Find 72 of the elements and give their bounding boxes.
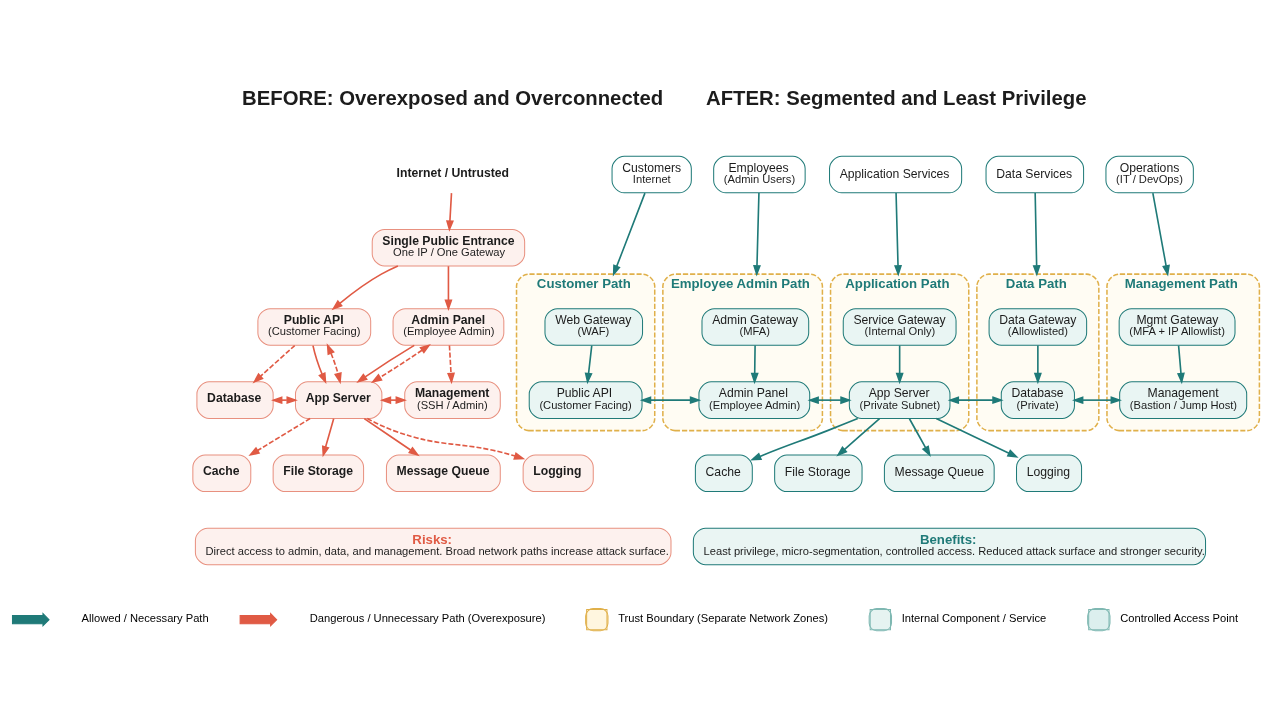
node-box: Admin Panel (Employee Admin)	[698, 380, 811, 419]
node-box: Service Gateway (Internal Only)	[842, 307, 957, 346]
node-box: Mgmt Gateway (MFA + IP Allowlist)	[1118, 307, 1236, 346]
node-box: Database	[196, 380, 274, 419]
node-box: Risks: Direct access to admin, data, and management. Broad network paths increase attack surface.	[194, 527, 672, 565]
node-box: App Server (Private Subnet)	[848, 380, 951, 419]
arrow	[444, 264, 453, 311]
legend-label: Trust Boundary (Separate Network Zones)	[618, 611, 828, 624]
arrow	[612, 191, 646, 276]
label: AFTER: Segmented and Least Privilege	[706, 86, 1087, 109]
legend-label: Allowed / Necessary Path	[81, 611, 209, 624]
node-box: Message Queue	[883, 454, 995, 492]
node-box: Logging	[522, 454, 594, 492]
arrow	[895, 344, 904, 384]
node-box: Logging	[1016, 454, 1083, 492]
arrow	[639, 395, 702, 404]
arrow	[326, 342, 342, 384]
node-box: Application Services	[829, 155, 963, 193]
arrow	[807, 395, 852, 404]
arrow	[445, 191, 454, 232]
node-box: Admin Panel (Employee Admin)	[392, 307, 505, 346]
arrow	[1072, 395, 1122, 404]
node-box: Web Gateway (WAF)	[544, 307, 644, 346]
arrow	[271, 395, 298, 404]
arrow	[1033, 344, 1042, 384]
arrow	[370, 343, 431, 383]
arrow	[1152, 191, 1170, 277]
arrow	[1176, 344, 1185, 384]
node-box: Data Gateway (Allowlisted)	[988, 307, 1088, 346]
arrow	[366, 417, 526, 460]
arrow	[908, 417, 931, 457]
arrow	[356, 344, 416, 383]
node-box: Cache	[192, 454, 252, 492]
arrow	[363, 417, 420, 456]
arrow	[836, 417, 881, 457]
arrow	[894, 191, 902, 277]
arrow	[447, 344, 455, 384]
label: BEFORE: Overexposed and Overconnected	[242, 86, 664, 109]
node-box: Message Queue	[385, 454, 501, 492]
node-box: Public API (Customer Facing)	[528, 380, 643, 419]
node-box: Cache	[694, 454, 753, 492]
arrow	[1032, 191, 1041, 277]
node-box: Data Services	[985, 155, 1085, 193]
legend-label: Internal Component / Service	[901, 611, 1047, 624]
node-box: App Server	[295, 380, 383, 419]
node-text: Internet / Untrusted	[396, 165, 510, 180]
arrow	[753, 191, 761, 277]
node-box: Single Public Entrance One IP / One Gateway	[371, 228, 526, 266]
node-box: Employees (Admin Users)	[713, 155, 806, 193]
node-box: Admin Gateway (MFA)	[701, 307, 810, 346]
arrow	[248, 417, 311, 456]
arrow	[379, 395, 407, 404]
node-box: Management (Bastion / Jump Host)	[1119, 380, 1248, 419]
node-box: Operations (IT / DevOps)	[1105, 155, 1194, 193]
node-box: Management (SSH / Admin)	[404, 380, 501, 419]
arrow	[947, 395, 1004, 404]
node-box: File Storage	[272, 454, 365, 492]
node-box: Public API (Customer Facing)	[257, 307, 372, 346]
arrow	[312, 344, 327, 384]
node-box: Benefits: Least privilege, micro-segmentation, controlled access. Reduced attack surface and stronger security.	[692, 527, 1207, 565]
arrow	[750, 417, 859, 461]
node-box: Customers Internet	[611, 155, 692, 193]
arrow	[331, 264, 399, 310]
legend-label: Controlled Access Point	[1120, 611, 1238, 624]
node-box: Database (Private)	[1000, 380, 1075, 419]
node-box: File Storage	[774, 454, 863, 492]
arrow	[252, 344, 296, 383]
arrow	[935, 417, 1019, 458]
legend-label: Dangerous / Unnecessary Path (Overexposure)	[309, 611, 546, 624]
arrow	[584, 344, 593, 384]
arrow	[321, 417, 335, 457]
arrow	[750, 344, 759, 384]
